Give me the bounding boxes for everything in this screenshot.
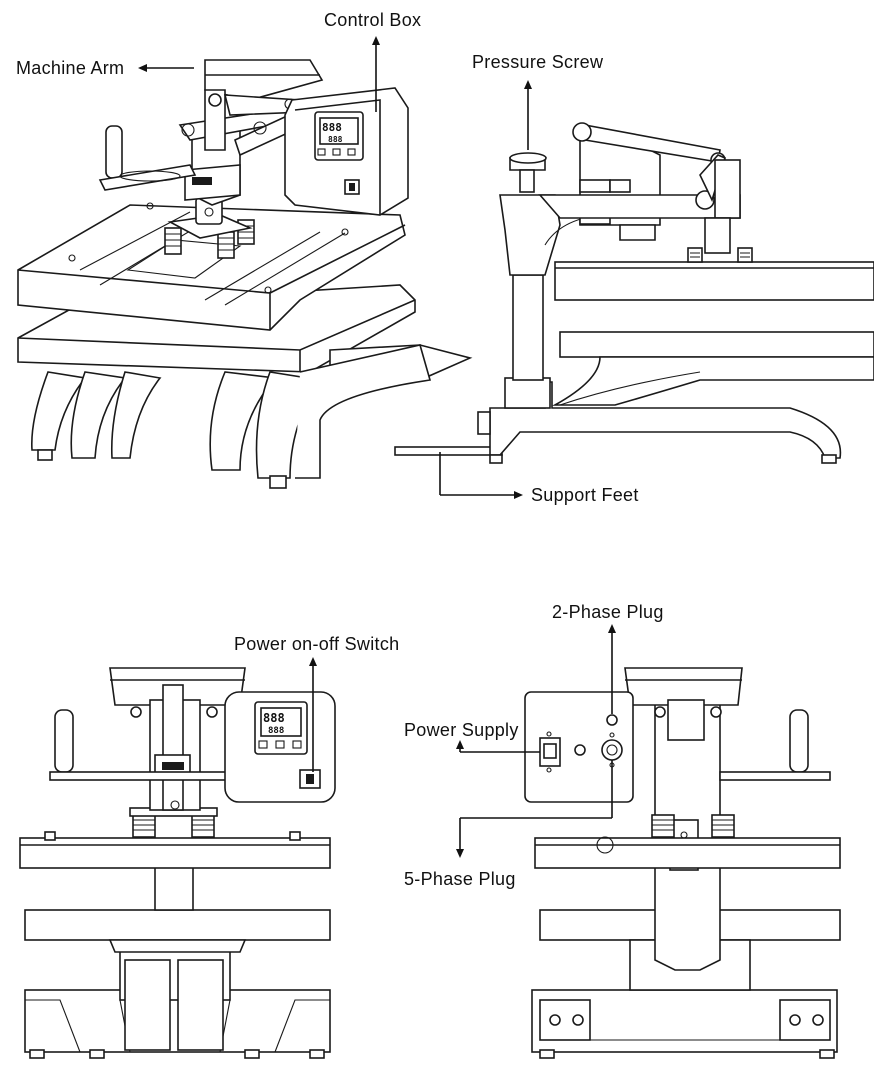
power-supply-label: Power Supply: [404, 720, 519, 740]
five-phase-plug-socket: [601, 739, 623, 761]
iso-display-bottom: 888: [328, 135, 343, 144]
control-box-label: Control Box: [324, 10, 422, 30]
front-display-top: 888: [263, 711, 285, 725]
side-view: [394, 122, 874, 464]
callout-arrows: [138, 36, 616, 858]
front-view: 888 888: [19, 667, 336, 1059]
front-display-bottom: 888: [268, 726, 284, 736]
support-feet-label: Support Feet: [531, 485, 639, 505]
iso-display-top: 888: [322, 121, 342, 134]
isometric-view: 888 888: [17, 59, 473, 489]
five-phase-plug-label: 5-Phase Plug: [404, 869, 516, 889]
pressure-screw-label: Pressure Screw: [472, 52, 604, 72]
rear-view: [524, 667, 841, 1059]
two-phase-plug-socket: [606, 714, 618, 726]
machine-arm-label: Machine Arm: [16, 58, 125, 78]
power-switch-label: Power on-off Switch: [234, 634, 400, 654]
two-phase-plug-label: 2-Phase Plug: [552, 602, 664, 622]
